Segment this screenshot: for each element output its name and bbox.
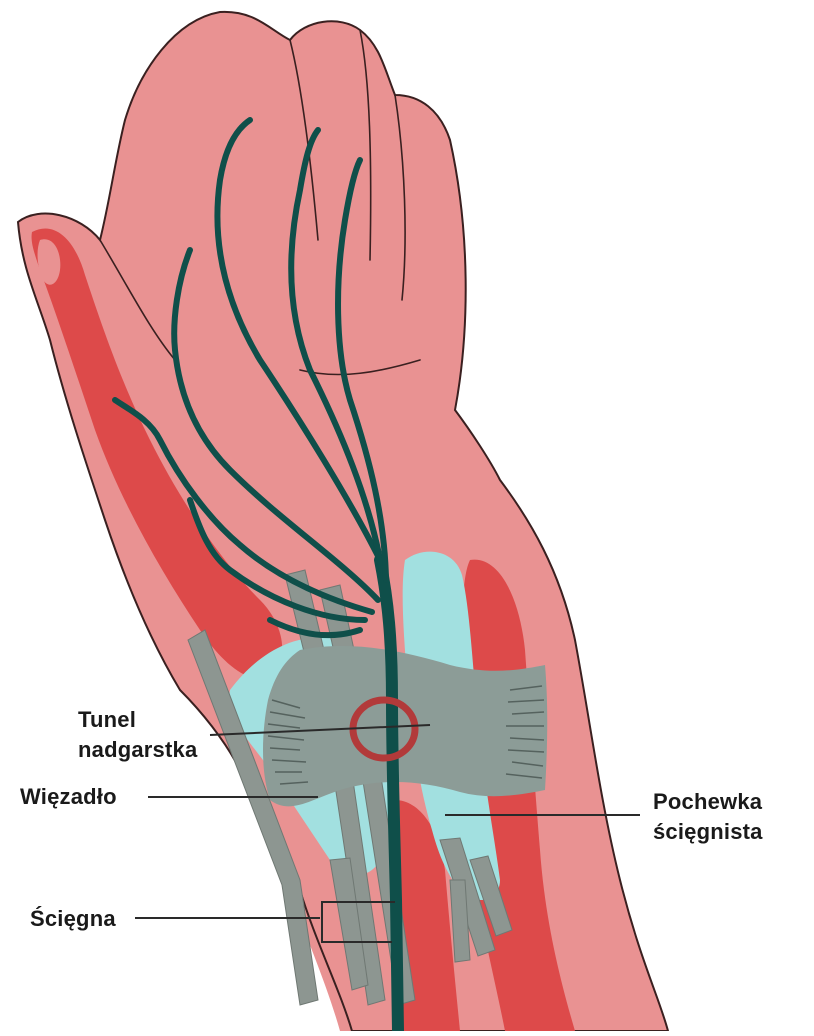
label-ligament: Więzadło bbox=[20, 783, 117, 811]
label-carpal-tunnel-line1: Tunel bbox=[78, 706, 136, 734]
label-tendon-sheath-line2: ścięgnista bbox=[653, 818, 763, 846]
label-tendon-sheath-line1: Pochewka bbox=[653, 788, 762, 816]
label-tendons: Ścięgna bbox=[30, 905, 116, 933]
label-carpal-tunnel-line2: nadgarstka bbox=[78, 736, 197, 764]
